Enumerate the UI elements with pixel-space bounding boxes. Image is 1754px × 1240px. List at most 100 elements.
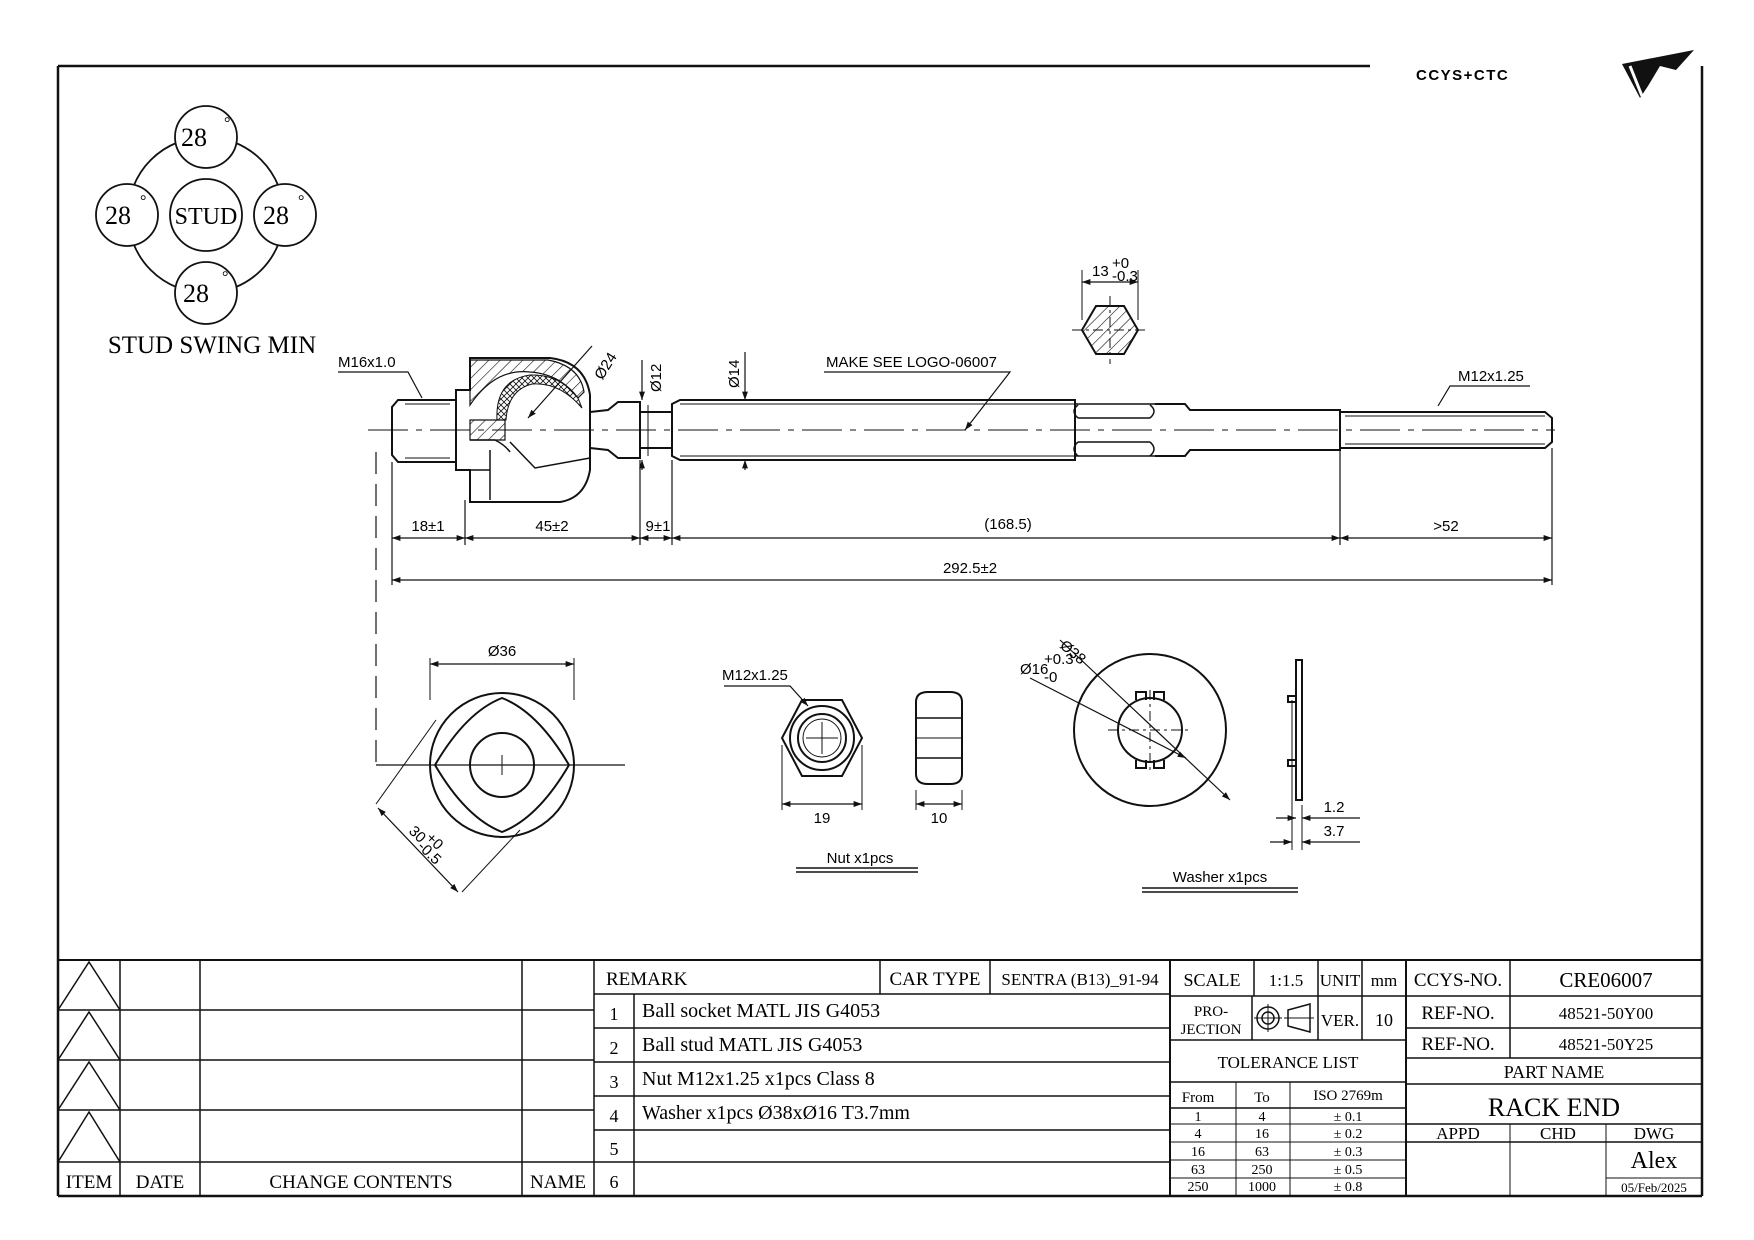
drawing-label: STUD SWING MIN: [108, 332, 316, 359]
company-logo: CCYS+CTC: [1416, 50, 1694, 98]
drawing-label: Alex: [1631, 1148, 1678, 1174]
drawing-label: UNIT: [1320, 971, 1361, 990]
drawing-label: °: [140, 193, 146, 210]
drawing-label: 13: [1092, 263, 1109, 280]
drawing-label: °: [222, 269, 228, 286]
drawing-label: mm: [1371, 971, 1397, 990]
drawing-label: -0: [1044, 669, 1057, 686]
drawing-label: ± 0.3: [1334, 1145, 1363, 1160]
rack-end-main-view: [368, 357, 1555, 503]
title-block-lines: [57, 959, 1702, 1196]
drawing-label: SCALE: [1183, 970, 1240, 990]
drawing-label: 250: [1252, 1163, 1273, 1178]
drawing-label: REMARK: [606, 969, 688, 990]
washer-view: [1029, 639, 1360, 893]
drawing-label: 1: [610, 1004, 619, 1024]
drawing-label: Nut M12x1.25 x1pcs Class 8: [642, 1068, 875, 1090]
drawing-label: 1.2: [1324, 799, 1345, 816]
remark-rows: 1 Ball socket MATL JIS G4053 2 Ball stud…: [610, 1000, 911, 1192]
drawing-label: °: [224, 115, 230, 132]
drawing-label: ± 0.1: [1334, 1110, 1363, 1125]
drawing-label: (168.5): [984, 516, 1032, 533]
drawing-label: 28: [263, 201, 289, 230]
drawing-label: ISO 2769m: [1313, 1088, 1383, 1104]
drawing-label: 63: [1191, 1163, 1205, 1178]
drawing-label: 63: [1255, 1145, 1269, 1160]
drawing-label: 1: [1195, 1110, 1202, 1125]
drawing-label: CCYS+CTC: [1416, 67, 1509, 84]
drawing-label: JECTION: [1181, 1022, 1242, 1038]
drawing-label: ± 0.8: [1334, 1180, 1363, 1195]
projection-symbol-icon: [1254, 1003, 1314, 1033]
drawing-label: 3.7: [1324, 823, 1345, 840]
drawing-label: 4: [1195, 1127, 1202, 1142]
drawing-label: 250: [1188, 1180, 1209, 1195]
drawing-label: REF-NO.: [1421, 1034, 1494, 1055]
drawing-label: Ø36: [488, 643, 516, 660]
main-view-dimensions: [338, 345, 1553, 766]
drawing-label: 1:1.5: [1269, 971, 1303, 990]
drawing-label: Ball socket MATL JIS G4053: [642, 1000, 880, 1022]
drawing-label: DATE: [136, 1172, 185, 1193]
drawing-label: 45±2: [535, 518, 568, 535]
drawing-label: Ø16: [1020, 661, 1048, 678]
drawing-label: M12x1.25: [1458, 368, 1524, 385]
drawing-label: 5: [610, 1139, 619, 1159]
drawing-label: Ø14: [726, 360, 743, 388]
drawing-label: 28: [181, 123, 207, 152]
drawing-label: 28: [183, 279, 209, 308]
drawing-label: DWG: [1634, 1124, 1675, 1143]
sheet-frame: [56, 64, 1704, 1198]
drawing-label: 19: [814, 810, 831, 827]
drawing-label: NAME: [530, 1172, 586, 1193]
drawing-label: 10: [931, 810, 948, 827]
drawing-label: 48521-50Y25: [1559, 1035, 1653, 1054]
drawing-label: CHD: [1540, 1124, 1576, 1143]
drawing-label: RACK END: [1488, 1093, 1620, 1122]
drawing-label: STUD: [175, 204, 238, 230]
drawing-label: +0: [1112, 255, 1129, 272]
drawing-label: 6: [610, 1172, 619, 1192]
drawing-label: +0.3: [1044, 651, 1074, 668]
drawing-label: SENTRA (B13)_91-94: [1001, 970, 1159, 989]
drawing-label: 4: [610, 1106, 619, 1126]
drawing-label: ITEM: [66, 1172, 113, 1193]
drawing-label: TOLERANCE LIST: [1218, 1053, 1359, 1072]
seal-washer-view: [375, 658, 575, 893]
drawing-label: Washer x1pcs Ø38xØ16 T3.7mm: [642, 1102, 910, 1124]
drawing-label: 2: [610, 1038, 619, 1058]
drawing-label: M12x1.25: [722, 667, 788, 684]
drawing-label: VER.: [1321, 1011, 1359, 1030]
drawing-label: Nut x1pcs: [827, 850, 894, 867]
drawing-label: Ø12: [648, 364, 665, 392]
drawing-label: 16: [1255, 1127, 1269, 1142]
hex-section-view: [1072, 270, 1148, 364]
drawing-label: °: [298, 193, 304, 210]
drawing-label: REF-NO.: [1421, 1003, 1494, 1024]
drawing-label: PRO-: [1194, 1004, 1228, 1020]
drawing-label: 16: [1191, 1145, 1205, 1160]
drawing-label: ± 0.5: [1334, 1163, 1363, 1178]
drawing-label: M16x1.0: [338, 354, 396, 371]
drawing-label: >52: [1433, 518, 1458, 535]
drawing-label: From: [1182, 1090, 1215, 1106]
drawing-label: CAR TYPE: [890, 969, 981, 990]
tolerance-rows: 1 4 ± 0.1 4 16 ± 0.2 16 63 ± 0.3 63 250 …: [1188, 1110, 1363, 1195]
drawing-label: 18±1: [411, 518, 444, 535]
drawing-label: 48521-50Y00: [1559, 1004, 1653, 1023]
drawing-label: 1000: [1248, 1180, 1276, 1195]
drawing-label: Ø24: [591, 350, 620, 383]
drawing-label: PART NAME: [1504, 1062, 1604, 1082]
drawing-label: -0.3: [1112, 268, 1138, 285]
drawing-label: 4: [1259, 1110, 1266, 1125]
nut-view: [724, 685, 963, 873]
drawing-label: APPD: [1436, 1124, 1479, 1143]
drawing-label: ± 0.2: [1334, 1127, 1363, 1142]
drawing-label: CCYS-NO.: [1414, 970, 1502, 991]
drawing-label: 28: [105, 201, 131, 230]
drawing-label: CHANGE CONTENTS: [269, 1172, 452, 1193]
drawing-label: 3: [610, 1072, 619, 1092]
drawing-label: Ball stud MATL JIS G4053: [642, 1034, 862, 1056]
